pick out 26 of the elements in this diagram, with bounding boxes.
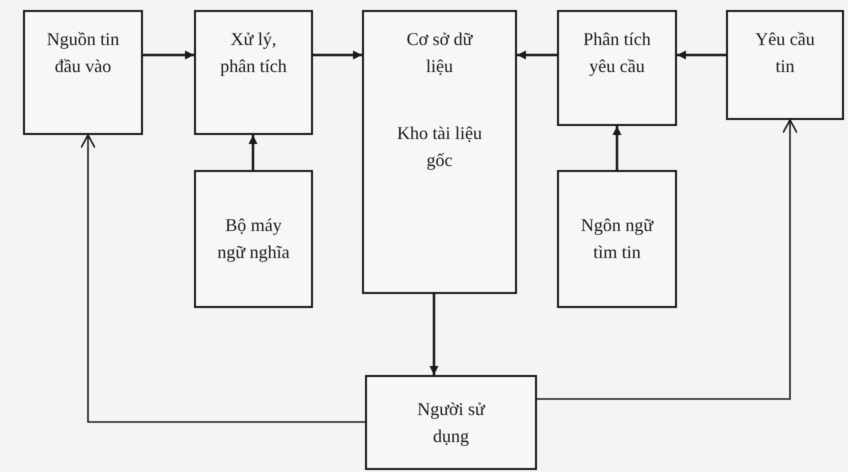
process-box: [726, 10, 844, 120]
box-label: Yêu cầu tin: [754, 28, 816, 78]
process-box: [194, 10, 313, 135]
process-box: [362, 10, 517, 294]
arrow: [80, 134, 365, 423]
process-box: [194, 170, 313, 308]
box-label: Phân tích yêu cầu: [582, 28, 652, 78]
box-label: Nguồn tin đầu vào: [46, 28, 120, 78]
arrow: [430, 294, 438, 375]
box-label: Ngôn ngữ tìm tin: [580, 214, 655, 264]
box-label: Cơ sở dữ liệu: [406, 28, 474, 78]
process-box: [365, 375, 537, 470]
process-box: [23, 10, 143, 135]
box-label: Xử lý, phân tích: [219, 28, 288, 78]
box-label: Kho tài liệu gốc: [396, 122, 482, 172]
arrow: [537, 119, 798, 400]
arrow: [677, 50, 726, 60]
box-label: Người sử dụng: [416, 398, 486, 448]
arrow: [248, 135, 258, 170]
process-box: [557, 10, 677, 126]
arrow: [313, 50, 362, 60]
box-label: Bộ máy ngữ nghĩa: [216, 214, 291, 264]
arrow: [517, 50, 557, 60]
arrow: [612, 126, 622, 170]
process-box: [557, 170, 677, 308]
arrow: [143, 50, 194, 60]
